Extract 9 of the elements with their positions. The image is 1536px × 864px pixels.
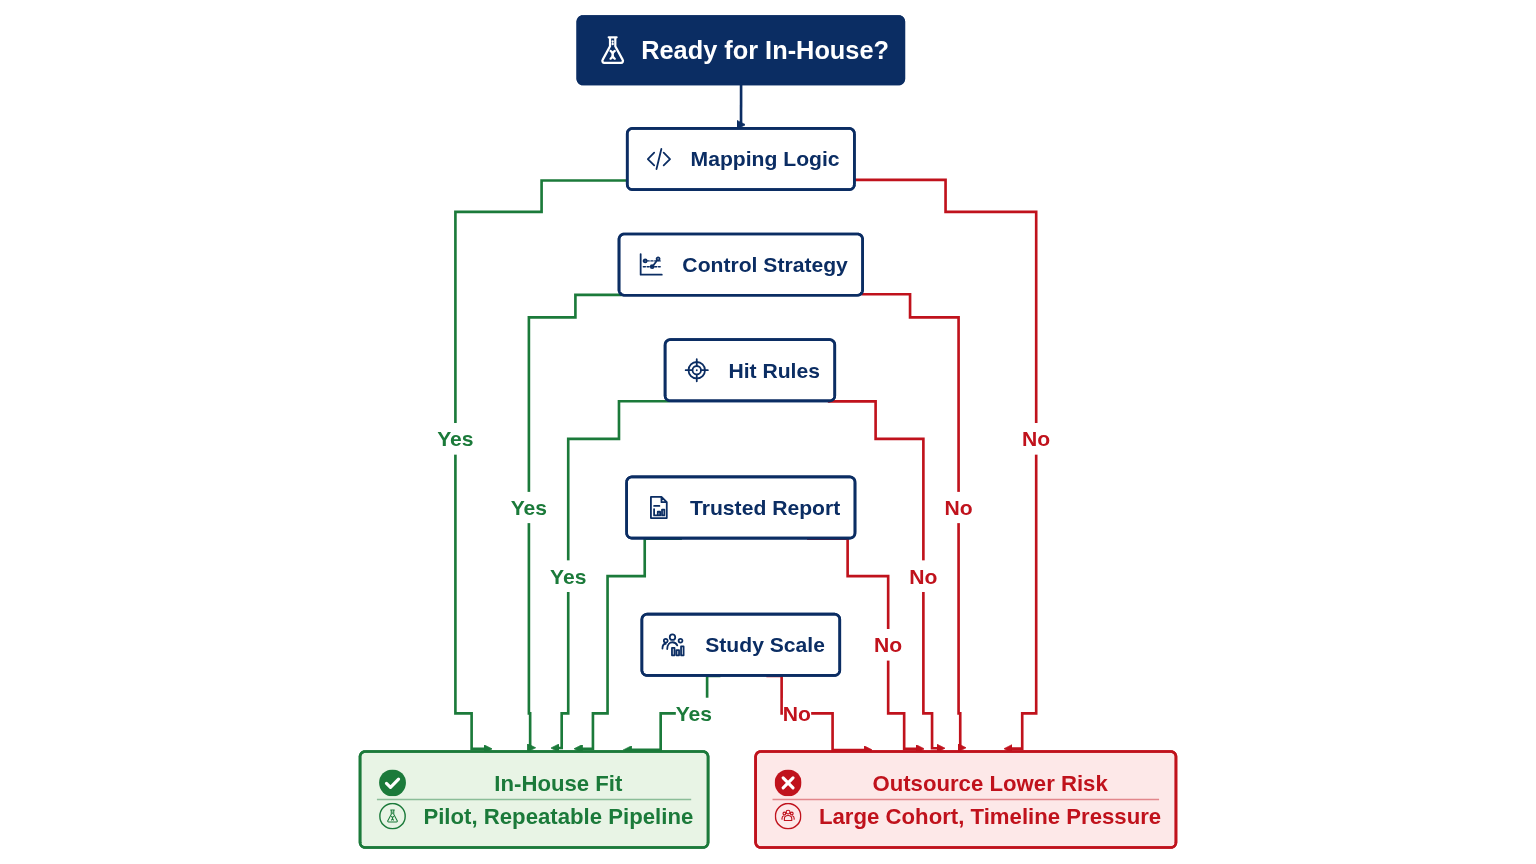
edge-label: No	[944, 495, 973, 520]
edge-label: No	[782, 701, 811, 726]
edge-label: No	[909, 564, 938, 588]
edge-label: Yes	[550, 564, 587, 588]
edge-label: Yes	[510, 495, 548, 520]
edge-label: No	[874, 633, 903, 657]
edge-label: Yes	[675, 701, 713, 726]
edge-label: No	[1022, 427, 1051, 451]
edge-label: Yes	[437, 427, 474, 451]
